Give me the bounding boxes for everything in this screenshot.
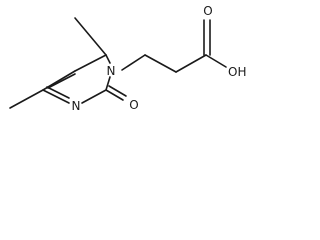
bond-n1-ch2 [121,54,146,71]
bond-c4-c5-inner [47,73,76,89]
bond-c5-c6 [74,54,107,72]
bond-c6-methyl [74,17,107,56]
bond-ch2-carboxyl [175,54,207,73]
atom-label-imine-nitrogen: N [72,99,81,113]
bond-c4-methyl [9,89,44,109]
atom-label-acid-oxygen: O [203,4,212,18]
atom-label-ring-nitrogen: N [107,64,116,78]
bond-ch2-ch2 [144,54,177,73]
bond-c2-oxygen-double [108,85,127,97]
atom-label-hydroxyl: OH [228,65,246,79]
bond-n3-c4 [42,89,70,104]
bond-carboxyl-hydroxyl [205,54,227,68]
atom-label-ring-oxygen: O [129,98,138,112]
bond-n1-c2 [105,76,111,91]
bond-c6-n1 [105,54,111,64]
bond-n3-c4-inner [46,86,70,99]
bond-c2-oxygen [105,89,124,101]
bond-c2-n3 [81,89,107,104]
molecule-structure: N N O O OH [9,4,246,113]
